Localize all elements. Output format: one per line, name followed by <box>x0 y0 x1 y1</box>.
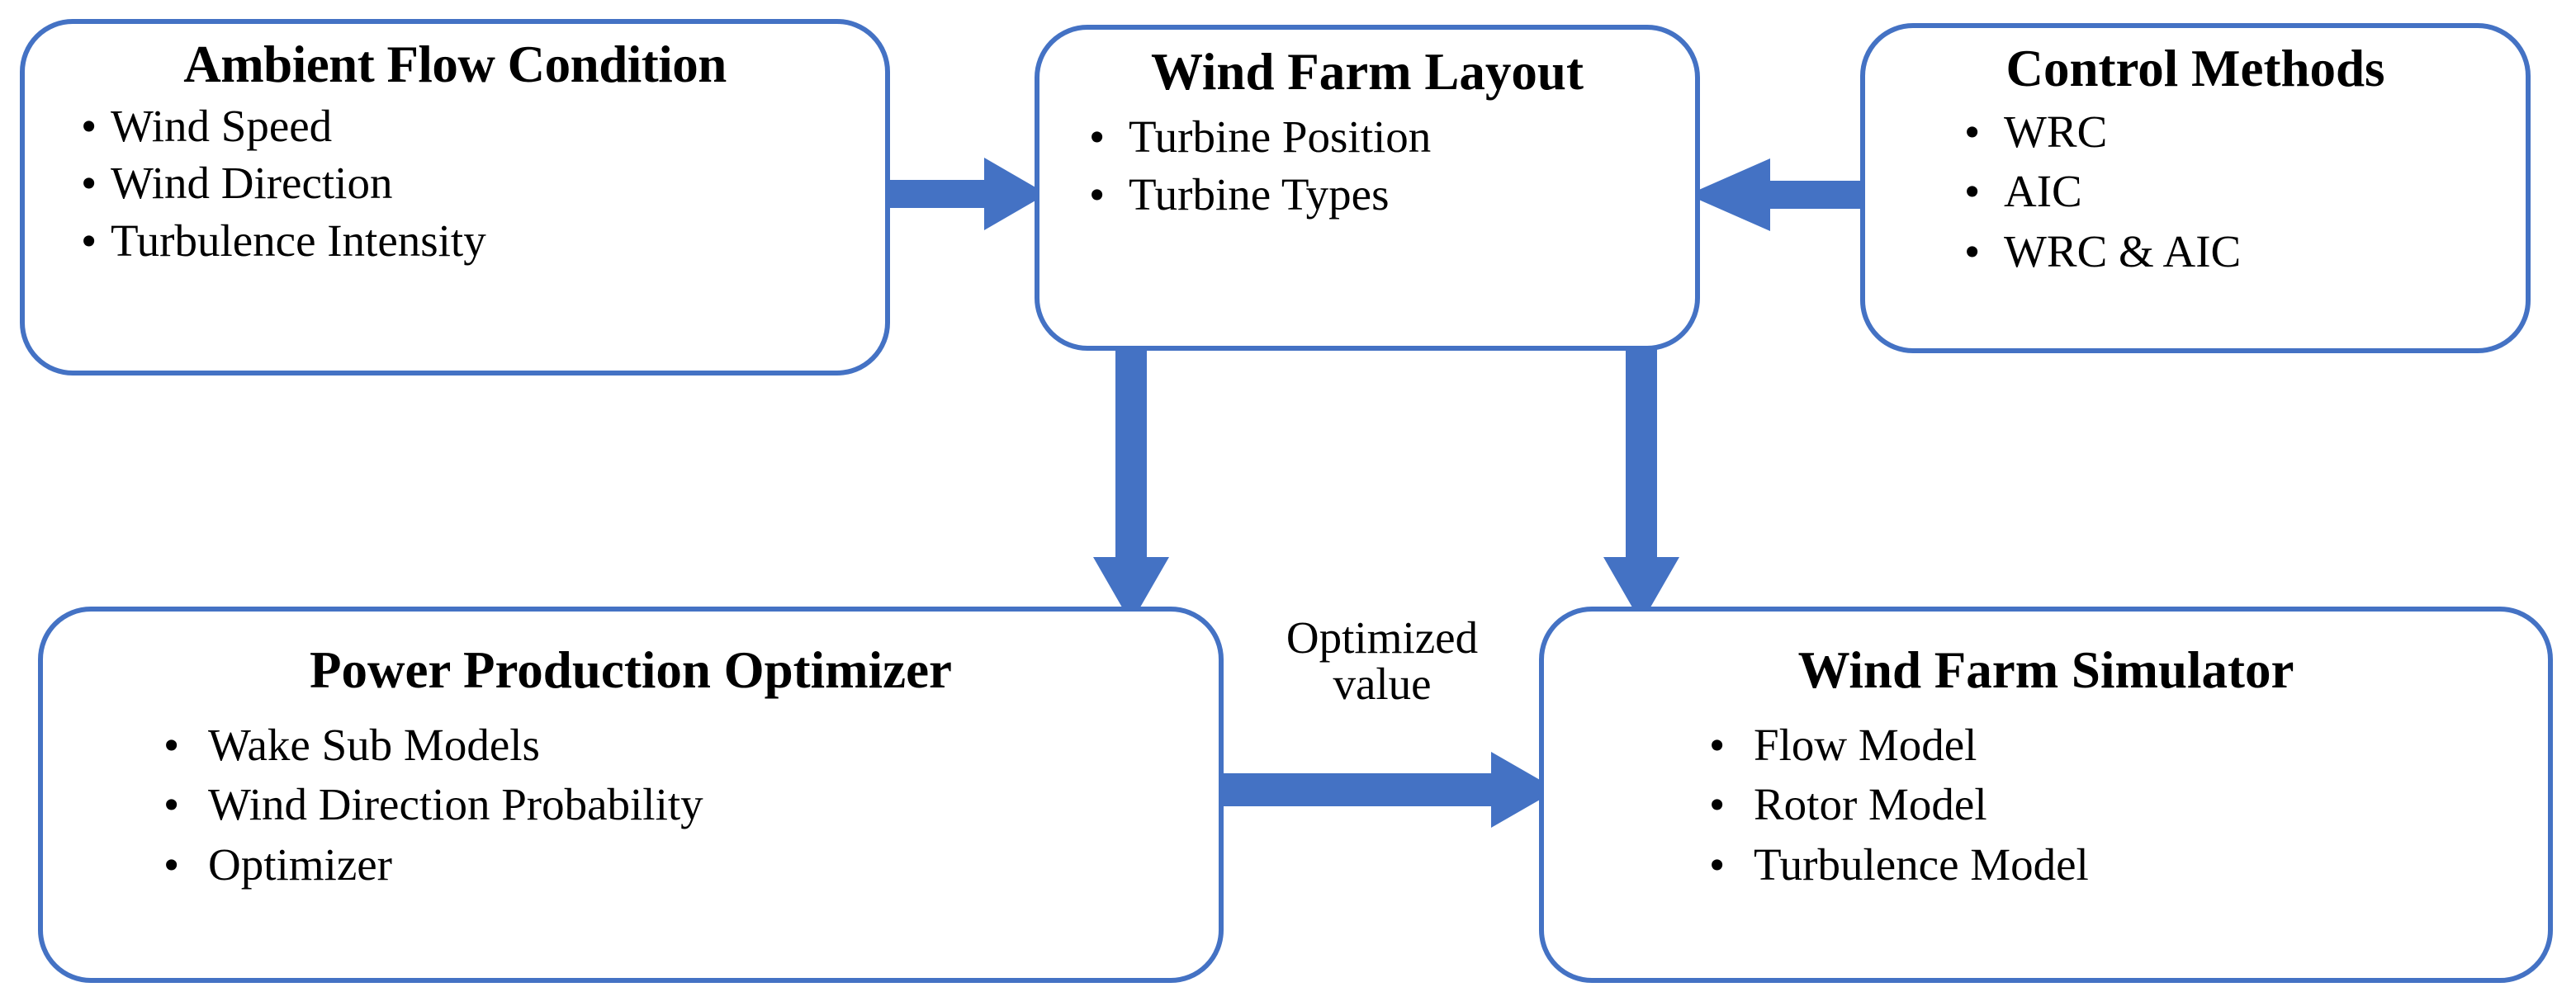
list-item: • WRC & AIC <box>1964 226 2526 278</box>
list-item: • Turbulence Intensity <box>81 215 885 267</box>
list-item: • Wind Speed <box>81 101 885 153</box>
bullet-icon: • <box>163 779 180 830</box>
bullet-label: Wind Direction <box>111 158 393 209</box>
node-wind-farm-simulator[interactable]: Wind Farm Simulator • Flow Model • Rotor… <box>1539 607 2553 983</box>
bullet-label: Flow Model <box>1754 719 1977 770</box>
bullet-icon: • <box>1964 106 1981 157</box>
bullet-label: Wind Direction Probability <box>208 779 703 830</box>
bullet-label: Wind Speed <box>111 100 333 151</box>
bullet-label: Turbine Position <box>1129 111 1432 162</box>
bullet-label: WRC & AIC <box>2004 226 2242 277</box>
node-title: Power Production Optimizer <box>309 641 953 699</box>
arrow-ambient-to-layout-icon <box>885 153 1047 235</box>
bullet-icon: • <box>163 839 180 890</box>
bullet-icon: • <box>1709 839 1726 890</box>
bullet-label: Turbulence Intensity <box>111 215 486 267</box>
edge-label-optimized-value: Optimized value <box>1234 612 1531 710</box>
list-item: • Rotor Model <box>1709 779 2548 831</box>
bullet-label: WRC <box>2004 106 2108 157</box>
list-item: • Turbulence Model <box>1709 839 2548 891</box>
list-item: • WRC <box>1964 106 2526 158</box>
node-bullet-list: • WRC • AIC • WRC & AIC <box>1865 106 2526 278</box>
bullet-label: Wake Sub Models <box>208 719 540 770</box>
node-title: Wind Farm Simulator <box>1797 641 2294 699</box>
arrow-optimizer-to-simulator-icon <box>1210 749 1557 831</box>
node-power-production-optimizer[interactable]: Power Production Optimizer • Wake Sub Mo… <box>38 607 1224 983</box>
edge-label-line-1: Optimized <box>1286 612 1479 663</box>
list-item: • Optimizer <box>163 839 1219 891</box>
bullet-icon: • <box>81 100 97 151</box>
node-title: Wind Farm Layout <box>1151 43 1584 101</box>
bullet-icon: • <box>1964 226 1981 277</box>
bullet-label: Rotor Model <box>1754 779 1987 830</box>
node-wind-farm-layout[interactable]: Wind Farm Layout • Turbine Position • Tu… <box>1035 25 1700 351</box>
bullet-icon: • <box>1089 111 1106 162</box>
bullet-label: AIC <box>2004 166 2082 217</box>
list-item: • Wind Direction Probability <box>163 779 1219 831</box>
node-bullet-list: • Wake Sub Models • Wind Direction Proba… <box>43 720 1219 891</box>
node-ambient-flow-condition[interactable]: Ambient Flow Condition • Wind Speed • Wi… <box>20 19 890 375</box>
edge-label-line-2: value <box>1333 659 1432 710</box>
bullet-icon: • <box>1709 719 1726 770</box>
arrow-layout-to-simulator-icon <box>1600 347 1683 623</box>
bullet-icon: • <box>81 215 97 267</box>
list-item: • AIC <box>1964 166 2526 218</box>
node-control-methods[interactable]: Control Methods • WRC • AIC • WRC & AIC <box>1860 23 2531 353</box>
arrow-control-to-layout-icon <box>1688 153 1869 236</box>
arrow-layout-to-optimizer-icon <box>1090 347 1172 623</box>
list-item: • Wake Sub Models <box>163 720 1219 772</box>
list-item: • Wind Direction <box>81 158 885 210</box>
node-bullet-list: • Wind Speed • Wind Direction • Turbulen… <box>25 101 885 267</box>
list-item: • Flow Model <box>1709 720 2548 772</box>
bullet-icon: • <box>1089 169 1106 220</box>
node-bullet-list: • Flow Model • Rotor Model • Turbulence … <box>1544 720 2548 891</box>
node-title: Ambient Flow Condition <box>183 35 727 93</box>
list-item: • Turbine Position <box>1089 111 1695 163</box>
bullet-icon: • <box>163 719 180 770</box>
list-item: • Turbine Types <box>1089 169 1695 221</box>
bullet-label: Turbine Types <box>1129 169 1390 220</box>
node-bullet-list: • Turbine Position • Turbine Types <box>1039 111 1695 221</box>
bullet-icon: • <box>81 158 97 209</box>
bullet-icon: • <box>1709 779 1726 830</box>
bullet-icon: • <box>1964 166 1981 217</box>
node-title: Control Methods <box>2005 40 2385 97</box>
bullet-label: Optimizer <box>208 839 392 890</box>
bullet-label: Turbulence Model <box>1754 839 2089 890</box>
